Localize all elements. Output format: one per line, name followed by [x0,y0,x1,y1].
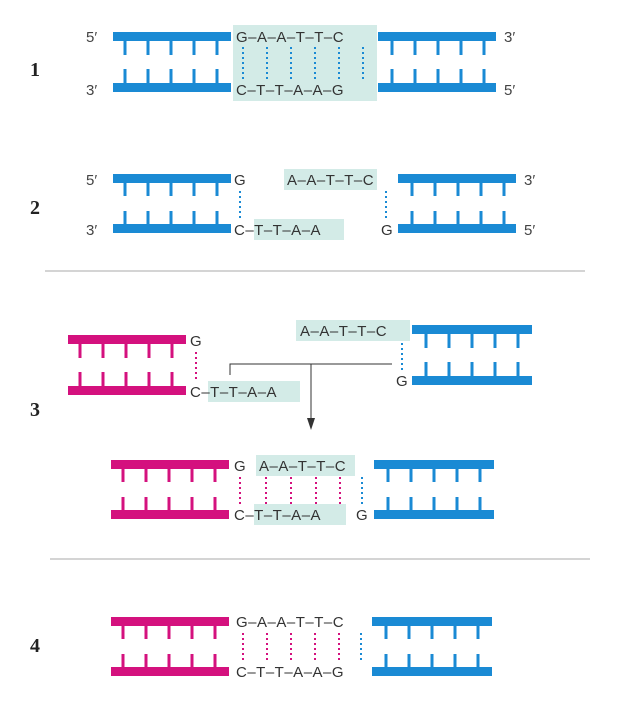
end-label-3prime-bottom-1: 3′ [86,82,97,99]
blue-duplex-ligated-4 [372,617,492,676]
top-strand-sequence-1: G–A–A–T–T–C [236,29,344,46]
g-right-bottom-2: G [381,222,393,239]
end-label-3prime-top-2: 3′ [524,172,535,189]
sticky-end-highlight-top-2 [284,169,377,190]
step-label-4: 4 [30,635,40,657]
c-tail-magenta-3: C–T–T–A–A [190,384,277,401]
g-annealed-top-3: G [234,458,246,475]
aattc-annealed-top-3: A–A–T–T–C [259,458,346,475]
blue-duplex-right-1 [378,32,496,92]
step-label-3: 3 [30,399,40,421]
step-label-1: 1 [30,59,40,81]
g-annealed-bottom-3: G [356,507,368,524]
arrow-head [307,418,315,430]
magenta-duplex-annealed-3 [111,460,229,519]
g-left-top-2: G [234,172,246,189]
end-label-3prime-top-1: 3′ [504,29,515,46]
recognition-site-highlight [233,25,377,101]
blue-duplex-right-2 [398,174,516,233]
c-tail-annealed-bottom-3: C–T–T–A–A [234,507,321,524]
magenta-duplex-3 [68,335,186,395]
sticky-end-highlight-blue-3 [296,320,410,341]
blue-duplex-left-1 [113,32,231,92]
annealed-highlight-top-3 [256,455,355,476]
annealed-highlight-bottom-3 [254,504,346,525]
end-label-5prime-top-2: 5′ [86,172,97,189]
blue-duplex-annealed-3 [374,460,494,519]
c-tail-bottom-2: C–T–T–A–A [234,222,321,239]
hydrogen-bonds-annealed-3 [239,477,363,504]
annealing-arrow [229,363,392,420]
end-label-5prime-bottom-2: 5′ [524,222,535,239]
sticky-end-highlight-bottom-2 [254,219,344,240]
end-label-5prime-bottom-1: 5′ [504,82,515,99]
end-label-3prime-bottom-2: 3′ [86,222,97,239]
aattc-blue-top-3: A–A–T–T–C [300,323,387,340]
sticky-end-highlight-magenta-3 [208,381,300,402]
step-label-2: 2 [30,197,40,219]
aattc-top-2: A–A–T–T–C [287,172,374,189]
end-label-5prime-top-1: 5′ [86,29,97,46]
magenta-duplex-ligated-4 [111,617,229,676]
top-strand-sequence-4: G–A–A–T–T–C [236,614,344,631]
hydrogen-bonds-2 [239,191,387,219]
hydrogen-bonds-ligated-4 [242,633,362,661]
blue-duplex-left-2 [113,174,231,233]
bottom-strand-sequence-1: C–T–T–A–A–G [236,82,344,99]
g-magenta-top-3: G [190,333,202,350]
hydrogen-bonds-1 [242,47,364,79]
bottom-strand-sequence-4: C–T–T–A–A–G [236,664,344,681]
blue-duplex-3 [412,325,532,385]
g-blue-bottom-3: G [396,373,408,390]
